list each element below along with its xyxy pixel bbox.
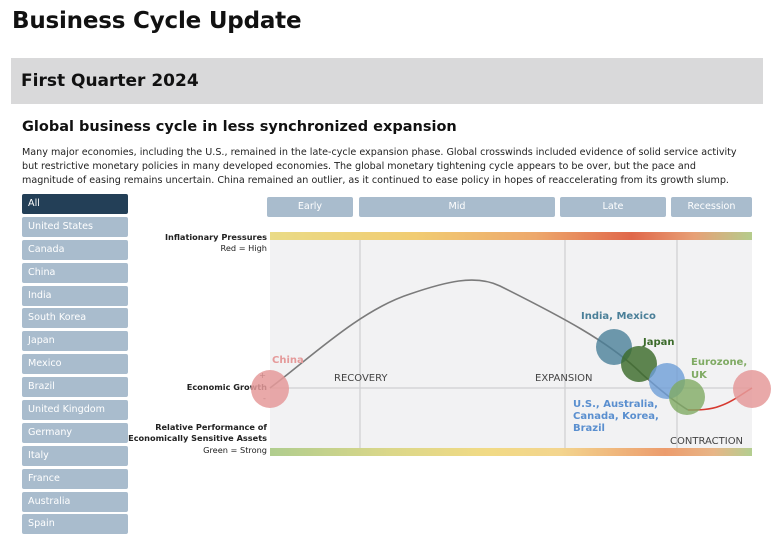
green-strong-legend: Green = Strong — [203, 445, 267, 455]
china-bubble-wrap — [733, 370, 771, 408]
quarter-header: First Quarter 2024 — [11, 58, 763, 104]
china-label: China — [272, 355, 304, 366]
relative-performance-label-2: Economically Sensitive Assets — [128, 433, 267, 443]
inflationary-pressures-label: Inflationary Pressures — [164, 232, 267, 242]
asset-performance-gradient-bar — [270, 448, 752, 456]
sidebar-item-mexico[interactable]: Mexico — [22, 354, 128, 375]
sidebar-item-china[interactable]: China — [22, 262, 128, 283]
sidebar-item-japan[interactable]: Japan — [22, 331, 128, 352]
sidebar-item-united-states[interactable]: United States — [22, 216, 128, 237]
economic-growth-label: Economic Growth — [186, 382, 267, 392]
sidebar-item-canada[interactable]: Canada — [22, 239, 128, 260]
section-description: Many major economies, including the U.S.… — [22, 147, 737, 186]
phase-tab-recession[interactable]: Recession — [671, 197, 752, 217]
sidebar-item-india[interactable]: India — [22, 285, 128, 306]
india-mexico-label: India, Mexico — [581, 311, 656, 322]
quarter-title: First Quarter 2024 — [21, 71, 199, 91]
cycle-chart-area — [270, 240, 752, 448]
contraction-label: CONTRACTION — [670, 436, 743, 447]
sidebar-item-brazil[interactable]: Brazil — [22, 377, 128, 398]
china-bubble — [251, 370, 289, 408]
sidebar-item-germany[interactable]: Germany — [22, 422, 128, 443]
red-high-legend: Red = High — [220, 243, 267, 253]
phase-tab-mid[interactable]: Mid — [359, 197, 555, 217]
japan-bubble — [621, 346, 657, 382]
us-group-label-1: U.S., Australia, — [573, 399, 658, 410]
sidebar-item-united-kingdom[interactable]: United Kingdom — [22, 400, 128, 421]
sidebar-item-australia[interactable]: Australia — [22, 491, 128, 512]
relative-performance-label-1: Relative Performance of — [155, 422, 267, 432]
section-title: Global business cycle in less synchroniz… — [22, 119, 457, 135]
uk-label: UK — [691, 370, 708, 381]
japan-label: Japan — [642, 337, 675, 348]
sidebar-item-spain[interactable]: Spain — [22, 514, 128, 535]
us-group-label-2: Canada, Korea, — [573, 411, 659, 422]
sidebar-item-all[interactable]: All — [22, 194, 128, 214]
inflation-gradient-bar — [270, 232, 752, 240]
eurozone-uk-bubble — [669, 379, 705, 415]
country-selector: All United States Canada China India Sou… — [22, 194, 128, 537]
expansion-label: EXPANSION — [535, 373, 593, 384]
sidebar-item-italy[interactable]: Italy — [22, 445, 128, 466]
page-title: Business Cycle Update — [12, 8, 302, 34]
phase-tab-late[interactable]: Late — [560, 197, 666, 217]
recovery-label: RECOVERY — [334, 373, 388, 384]
eurozone-label: Eurozone, — [691, 357, 747, 368]
sidebar-item-france[interactable]: France — [22, 468, 128, 489]
business-cycle-chart: RECOVERY EXPANSION CONTRACTION China Ind… — [251, 240, 771, 448]
us-group-label-3: Brazil — [573, 423, 605, 434]
sidebar-item-south-korea[interactable]: South Korea — [22, 308, 128, 329]
phase-tab-early[interactable]: Early — [267, 197, 353, 217]
